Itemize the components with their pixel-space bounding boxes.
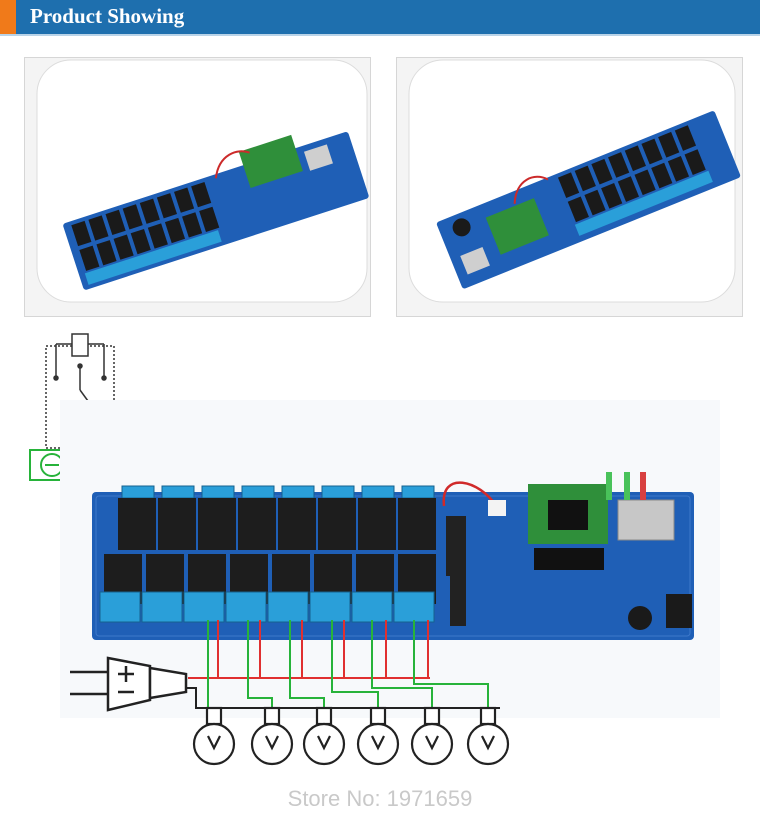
section-header <box>0 0 760 34</box>
board-photo-right <box>396 57 743 317</box>
relay-board <box>92 472 694 640</box>
store-watermark: Store No: 1971659 <box>287 786 473 811</box>
wire-red <box>188 620 430 679</box>
light-bulb-icons <box>192 706 510 766</box>
header-accent-bar <box>0 0 16 34</box>
section-title: Product Showing <box>30 4 185 28</box>
power-plug-icon <box>70 656 188 712</box>
header-divider <box>0 34 760 36</box>
wire-black <box>186 687 500 709</box>
wire-green <box>207 620 489 708</box>
wiring-diagram <box>0 320 760 790</box>
board-photo-left <box>24 57 371 317</box>
